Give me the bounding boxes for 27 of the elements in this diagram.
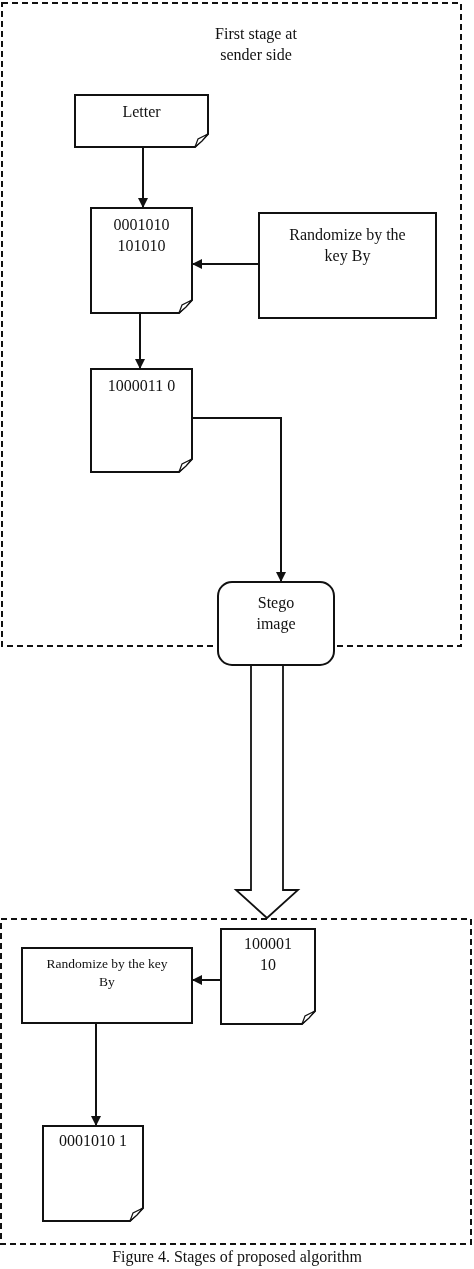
node-text: Stego image bbox=[255, 593, 297, 635]
node-text: Randomize by the key By bbox=[288, 225, 407, 267]
node-text: Randomize by the key By bbox=[45, 955, 169, 991]
document-box bbox=[42, 1125, 144, 1222]
node-text: Letter bbox=[121, 102, 162, 122]
stage-heading: First stage at sender side bbox=[214, 24, 298, 65]
node-text: 0001010 1 bbox=[58, 1131, 128, 1151]
node-text: 100001 10 bbox=[243, 934, 293, 975]
arrow bbox=[192, 259, 259, 269]
arrow bbox=[138, 147, 148, 208]
dashed-group-box bbox=[1, 2, 462, 647]
figure-caption: Figure 4. Stages of proposed algorithm bbox=[111, 1248, 363, 1266]
dashed-group-box bbox=[0, 918, 472, 1245]
node-text: 0001010 101010 bbox=[112, 215, 171, 256]
hollow-arrow bbox=[233, 665, 301, 920]
arrow bbox=[192, 975, 221, 985]
document-box bbox=[90, 368, 193, 473]
rounded-box bbox=[217, 581, 335, 666]
arrow bbox=[91, 1023, 101, 1126]
process-box bbox=[258, 212, 437, 319]
node-text: 1000011 0 bbox=[106, 376, 177, 396]
arrow bbox=[192, 417, 286, 582]
arrow bbox=[135, 313, 145, 369]
document-box bbox=[220, 928, 316, 1025]
document-box bbox=[74, 94, 209, 148]
document-box bbox=[90, 207, 193, 314]
process-box bbox=[21, 947, 193, 1024]
